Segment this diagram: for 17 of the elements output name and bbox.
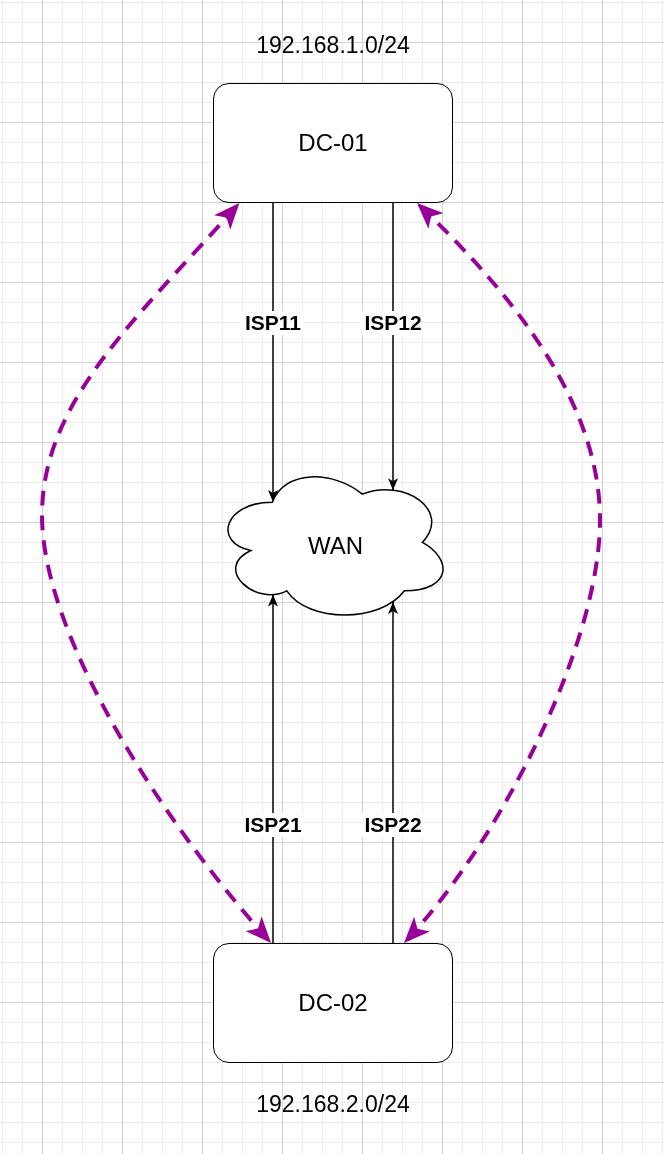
arrow	[388, 601, 398, 944]
dashed-double-arrow	[402, 201, 602, 945]
rounded-box	[213, 943, 453, 1063]
subnet-label: 192.168.2.0/24	[256, 1090, 410, 1118]
edge-label: ISP12	[361, 311, 425, 336]
cloud-shape	[228, 477, 443, 615]
dashed-double-arrow	[40, 201, 273, 945]
node-label: WAN	[307, 532, 364, 560]
node-label: DC-01	[298, 129, 368, 157]
arrow	[388, 202, 398, 491]
edge-label: ISP21	[241, 812, 305, 837]
node-label: DC-02	[298, 989, 368, 1017]
arrow	[268, 202, 278, 503]
rounded-box	[213, 83, 453, 203]
subnet-label: 192.168.1.0/24	[256, 31, 410, 59]
edge-label: ISP11	[241, 310, 304, 335]
edge-label: ISP22	[361, 813, 425, 837]
